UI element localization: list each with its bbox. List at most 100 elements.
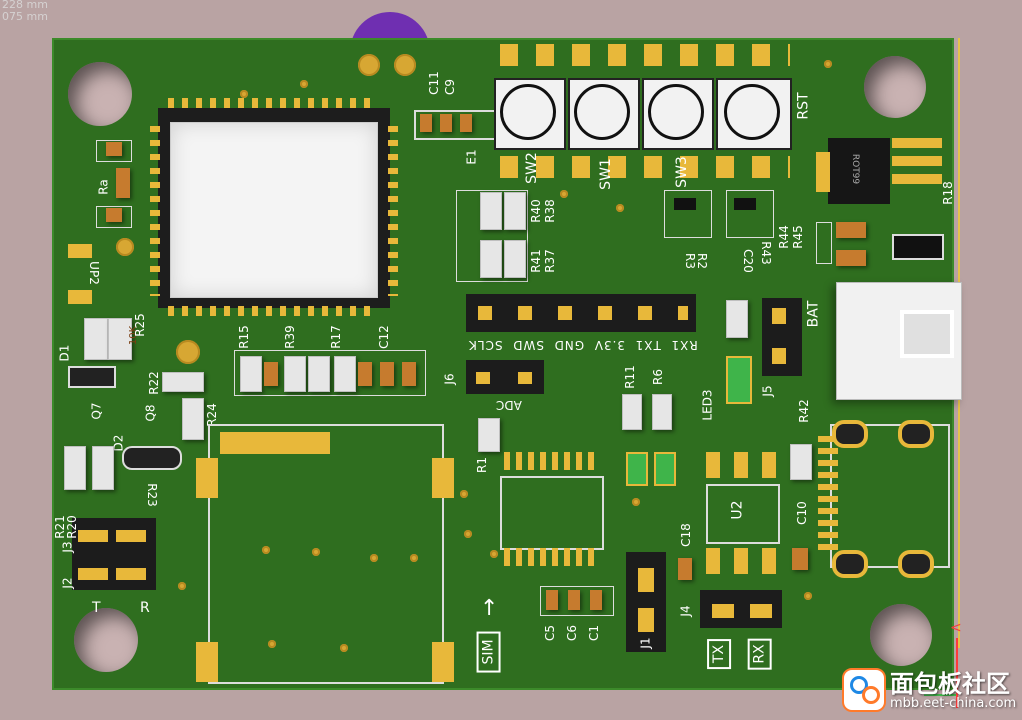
ic-pads-bottom bbox=[504, 548, 598, 566]
label-t: T bbox=[92, 600, 101, 616]
via bbox=[824, 60, 832, 68]
sim-arrow-icon: ↑ bbox=[480, 596, 499, 621]
label-c5: C5 bbox=[543, 624, 558, 642]
label-tx: TX bbox=[707, 638, 732, 670]
cap-group-frame bbox=[540, 586, 614, 616]
label-r37: R37 bbox=[542, 249, 557, 273]
switch-sw3-actuator[interactable] bbox=[648, 84, 704, 140]
resistor bbox=[64, 446, 86, 490]
switch-rst-actuator[interactable] bbox=[724, 84, 780, 140]
label-c6: C6 bbox=[565, 624, 580, 642]
label-j1: J1 bbox=[638, 637, 653, 649]
switch-sw2-actuator[interactable] bbox=[500, 84, 556, 140]
header-pin bbox=[116, 530, 146, 542]
switch-sw1-actuator[interactable] bbox=[574, 84, 630, 140]
label-r11: R11 bbox=[622, 365, 637, 389]
via bbox=[116, 238, 134, 256]
mounting-hole-top-left bbox=[68, 62, 132, 126]
resistor bbox=[478, 418, 500, 452]
resistor bbox=[652, 394, 672, 430]
header-pin[interactable] bbox=[712, 604, 734, 618]
label-j6: J6 bbox=[442, 373, 457, 385]
regulator-marking: ROT99 bbox=[850, 153, 861, 185]
pad bbox=[68, 290, 92, 304]
component-frame bbox=[664, 190, 712, 238]
pad bbox=[196, 642, 218, 682]
label-r38: R38 bbox=[542, 199, 557, 223]
via bbox=[632, 498, 640, 506]
label-sw1: SW1 bbox=[597, 158, 614, 190]
resistor bbox=[334, 356, 356, 392]
led3 bbox=[726, 356, 752, 404]
label-rst: RST bbox=[795, 92, 812, 120]
resistor bbox=[108, 318, 132, 360]
label-r: R bbox=[140, 600, 150, 616]
via bbox=[300, 80, 308, 88]
usb-pads bbox=[818, 436, 838, 554]
led bbox=[626, 452, 648, 486]
module-pads-bottom bbox=[168, 306, 378, 316]
resistor bbox=[240, 356, 262, 392]
header-pin bbox=[772, 308, 786, 324]
usb-shield-pad bbox=[898, 420, 934, 448]
diode-d2 bbox=[122, 446, 182, 470]
label-r41: R41 bbox=[528, 249, 543, 273]
capacitor bbox=[792, 548, 808, 570]
via bbox=[410, 554, 418, 562]
header-6pin-pins[interactable] bbox=[478, 306, 688, 320]
regulator-pads bbox=[892, 138, 942, 184]
resistor bbox=[308, 356, 330, 392]
via bbox=[490, 550, 498, 558]
label-rx: RX bbox=[747, 638, 772, 670]
u2-pads-top bbox=[706, 452, 776, 478]
capacitor bbox=[568, 590, 580, 610]
via bbox=[340, 644, 348, 652]
usb-shield-pad bbox=[898, 550, 934, 578]
capacitor bbox=[264, 362, 278, 386]
label-j4: J4 bbox=[678, 605, 693, 617]
label-r25: R25 bbox=[132, 313, 147, 337]
via bbox=[262, 546, 270, 554]
resistor bbox=[284, 356, 306, 392]
header-pin-labels: RX1 TX1 3.3V GND SWD SCLK bbox=[468, 338, 698, 352]
resistor bbox=[480, 192, 502, 230]
module-pads-right bbox=[388, 126, 398, 296]
axis-line-red bbox=[956, 638, 958, 708]
resistor bbox=[726, 300, 748, 338]
label-j3: J3 bbox=[60, 541, 75, 553]
pad bbox=[816, 152, 830, 192]
capacitor bbox=[420, 114, 432, 132]
via bbox=[176, 340, 200, 364]
resistor bbox=[182, 398, 204, 440]
capacitor bbox=[106, 208, 122, 222]
label-r20: R20 bbox=[64, 515, 79, 539]
via bbox=[464, 530, 472, 538]
connector-slot bbox=[900, 310, 954, 358]
label-r22: R22 bbox=[146, 371, 161, 395]
ic-soic-outline bbox=[500, 476, 604, 550]
label-r39: R39 bbox=[282, 325, 297, 349]
capacitor bbox=[590, 590, 602, 610]
mounting-hole-top-right bbox=[864, 56, 926, 118]
sim-contacts bbox=[220, 432, 330, 454]
watermark-url: mbb.eet-china.com bbox=[890, 696, 1017, 711]
header-pin[interactable] bbox=[750, 604, 772, 618]
component-frame bbox=[816, 222, 832, 264]
label-c11: C11 bbox=[426, 71, 441, 95]
label-up2: UP2 bbox=[86, 261, 101, 285]
label-bat: BAT bbox=[805, 300, 822, 328]
label-r2: R2 bbox=[694, 253, 709, 269]
resistor-block-frame bbox=[456, 190, 528, 282]
label-c10: C10 bbox=[794, 501, 809, 525]
header-pin bbox=[518, 372, 532, 384]
module-shield-can bbox=[170, 122, 378, 298]
label-u2: U2 bbox=[729, 500, 746, 520]
label-j5: J5 bbox=[760, 385, 775, 397]
ic-pads-top bbox=[504, 452, 598, 470]
led bbox=[654, 452, 676, 486]
resistor bbox=[162, 372, 204, 392]
header-pin bbox=[116, 568, 146, 580]
label-c18: C18 bbox=[678, 523, 693, 547]
mounting-hole-bottom-left bbox=[74, 608, 138, 672]
axis-marker-icon: < bbox=[950, 620, 962, 636]
